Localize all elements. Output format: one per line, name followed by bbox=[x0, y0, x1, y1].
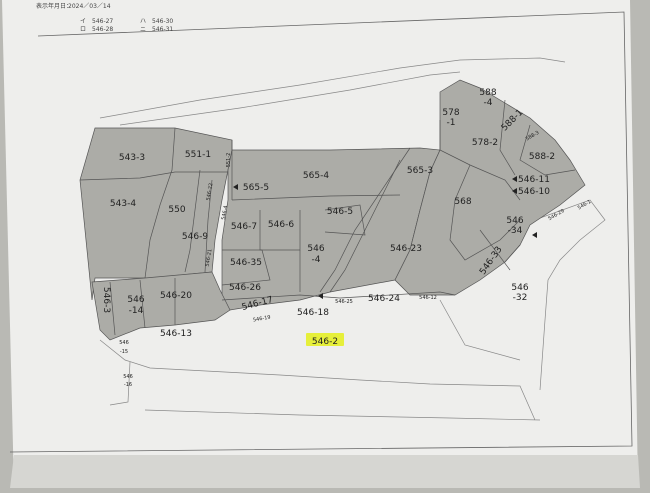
parcel-boundaries bbox=[79, 99, 576, 336]
label-546-4-small: 546-4 bbox=[221, 205, 229, 220]
arrow-546-34 bbox=[532, 232, 537, 238]
label-546-23: 546-23 bbox=[390, 244, 422, 254]
label-546-12: 546-12 bbox=[419, 295, 437, 301]
label-546-16-top: 546 bbox=[123, 374, 133, 380]
road-lines bbox=[99, 57, 606, 421]
arrow-546-18 bbox=[318, 293, 323, 299]
label-588-4-top: 588 bbox=[479, 88, 496, 98]
label-546-18: 546-18 bbox=[297, 308, 329, 318]
label-546-25: 546-25 bbox=[335, 299, 353, 305]
label-546-5: 546-5 bbox=[327, 207, 353, 217]
label-546-32-top: 546 bbox=[511, 283, 528, 293]
label-578-1-top: 578 bbox=[442, 108, 459, 118]
label-546-15-top: 546 bbox=[119, 340, 129, 346]
label-578-2: 578-2 bbox=[472, 138, 498, 148]
label-588-2: 588-2 bbox=[529, 152, 555, 162]
label-546-34-top: 546 bbox=[506, 216, 523, 226]
label-546-11: 546-11 bbox=[518, 175, 550, 185]
print-date-label: 表示年月日： bbox=[36, 2, 72, 10]
print-date: 2024／03／14 bbox=[68, 3, 111, 10]
label-551-2: 551-2 bbox=[226, 153, 232, 168]
label-546-10: 546-10 bbox=[518, 187, 550, 197]
label-546-32-bot: -32 bbox=[513, 293, 528, 303]
frame-line bbox=[9, 11, 633, 453]
label-546-14-top: 546 bbox=[127, 295, 144, 305]
label-546-3: 546-3 bbox=[101, 287, 111, 313]
label-543-4: 543-4 bbox=[110, 199, 136, 209]
label-550: 550 bbox=[168, 205, 185, 215]
label-568: 568 bbox=[454, 197, 471, 207]
label-546-26: 546-26 bbox=[229, 283, 261, 293]
label-551-1: 551-1 bbox=[185, 150, 211, 160]
label-546-14-bot: -14 bbox=[129, 306, 144, 316]
label-546-6: 546-6 bbox=[268, 220, 294, 230]
legend-mark-i: イ bbox=[80, 18, 86, 25]
legend-mark-ni: ニ bbox=[140, 26, 146, 33]
label-546-4-bot: -4 bbox=[312, 255, 321, 265]
label-565-5: 565-5 bbox=[243, 183, 269, 193]
label-546-19: 546-19 bbox=[253, 315, 271, 324]
label-565-4: 565-4 bbox=[303, 171, 329, 181]
legend-mark-ro: ロ bbox=[80, 26, 86, 33]
label-565-3: 565-3 bbox=[407, 166, 433, 176]
label-546-34-bot: -34 bbox=[508, 226, 523, 236]
label-546-15-bot: -15 bbox=[120, 349, 128, 355]
arrow-marks bbox=[233, 176, 537, 299]
legend-parcel-546-27: 546-27 bbox=[92, 18, 113, 25]
label-546-16-bot: -16 bbox=[124, 382, 132, 388]
label-546-2: 546-2 bbox=[312, 337, 338, 347]
label-546-35: 546-35 bbox=[230, 258, 262, 268]
label-543-3: 543-3 bbox=[119, 153, 145, 163]
label-546-13: 546-13 bbox=[160, 329, 192, 339]
label-546-9: 546-9 bbox=[182, 232, 208, 242]
highlight-546-2 bbox=[306, 333, 344, 346]
label-578-1-bot: -1 bbox=[447, 118, 456, 128]
arrow-565-5 bbox=[233, 184, 238, 190]
label-546-21: 546-21 bbox=[205, 249, 214, 267]
parcel-labels: 543-3 551-1 551-2 543-4 550 546-9 546-22… bbox=[101, 88, 592, 388]
label-588-4-bot: -4 bbox=[484, 98, 493, 108]
legend-parcel-546-28: 546-28 bbox=[92, 26, 113, 33]
label-546-7: 546-7 bbox=[231, 222, 257, 232]
label-546-24: 546-24 bbox=[368, 294, 400, 304]
label-546-4-top: 546 bbox=[307, 244, 324, 254]
legend-mark-ha: ハ bbox=[140, 18, 146, 25]
label-546-20: 546-20 bbox=[160, 291, 192, 301]
arrow-546-10 bbox=[512, 188, 517, 194]
arrow-546-11 bbox=[512, 176, 517, 182]
paper-shadow bbox=[10, 455, 640, 488]
legend-parcel-546-31: 546-31 bbox=[152, 26, 173, 33]
parcel-shape-south bbox=[91, 271, 231, 341]
legend-parcel-546-30: 546-30 bbox=[152, 18, 173, 25]
label-546-22: 546-22 bbox=[206, 183, 215, 201]
